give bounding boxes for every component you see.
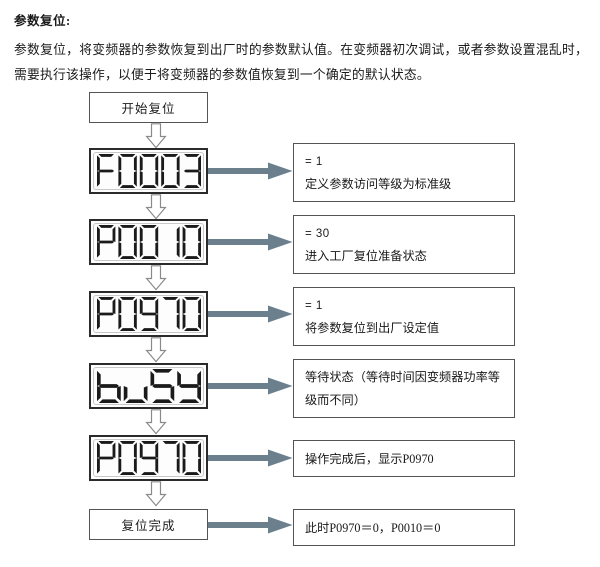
seven-segment-text [96,154,201,188]
note-box-f0003: = 1 定义参数访问等级为标准级 [293,143,515,202]
note-box-p0010: = 30 进入工厂复位准备状态 [293,215,515,274]
note-box-p0970-done: 操作完成后，显示P0970 [293,440,515,477]
note-text: 此时P0970＝0，P0010＝0 [305,520,441,535]
arrow-down-icon [143,194,169,220]
arrow-right-icon [208,305,293,323]
lcd-bezel [93,223,204,261]
arrow-down-icon [143,265,169,291]
lcd-display-p0970-set [89,291,208,337]
note-box-p0970-set: = 1 将参数复位到出厂设定值 [293,287,515,346]
section-paragraph: 参数复位，将变频器的参数恢复到出厂时的参数默认值。在变频器初次调试，或者参数设置… [14,43,588,82]
seven-segment-text [96,441,201,475]
arrow-right-icon [208,233,293,251]
lcd-display-p0010 [89,219,208,265]
note-text: 进入工厂复位准备状态 [305,249,427,263]
lcd-display-p0970-done [89,435,208,481]
note-value: = 30 [305,228,330,240]
lcd-bezel [93,439,204,477]
arrow-right-icon [208,162,293,180]
note-text: 等待状态（等待时间因变频器功率等级而不同） [305,370,500,407]
seven-segment-text [96,369,201,403]
note-text: 定义参数访问等级为标准级 [305,177,452,191]
note-text: 将参数复位到出厂设定值 [305,321,440,335]
note-value: = 1 [305,300,323,312]
arrow-down-icon [143,123,169,149]
seven-segment-text [96,297,201,331]
arrow-down-icon [143,337,169,363]
seven-segment-text [96,225,201,259]
arrow-down-icon [143,481,169,507]
flow-start-box: 开始复位 [89,92,208,123]
arrow-down-icon [143,409,169,435]
lcd-bezel [93,295,204,333]
flow-start-label: 开始复位 [121,102,176,116]
flow-end-box: 复位完成 [89,509,208,540]
lcd-bezel [93,367,204,405]
arrow-right-icon [208,516,293,534]
arrow-right-icon [208,449,293,467]
lcd-display-busy [89,363,208,409]
lcd-display-f0003 [89,148,208,194]
note-box-final-values: 此时P0970＝0，P0010＝0 [293,509,515,546]
lcd-bezel [93,152,204,190]
section-heading: 参数复位: [14,14,71,28]
arrow-right-icon [208,377,293,395]
flow-end-label: 复位完成 [121,519,176,533]
note-value: = 1 [305,156,323,168]
note-box-busy: 等待状态（等待时间因变频器功率等级而不同） [293,359,515,418]
note-text: 操作完成后，显示P0970 [305,451,434,466]
